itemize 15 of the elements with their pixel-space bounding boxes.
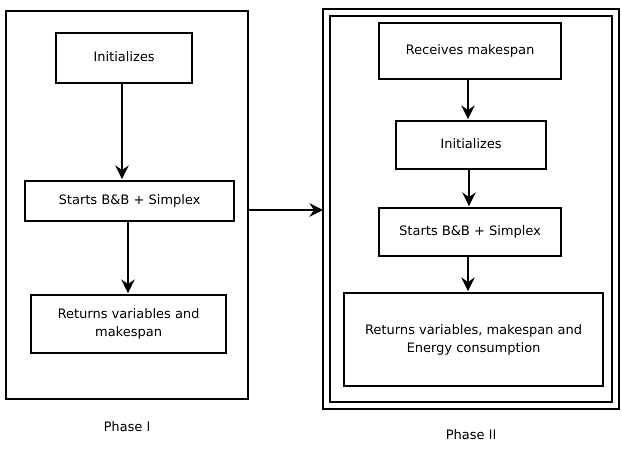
process-box: Receives makespan: [378, 22, 562, 80]
arrow: [462, 168, 476, 206]
arrow: [461, 78, 475, 120]
process-box: Returns variables and makespan: [30, 294, 227, 354]
phase-label: Phase II: [446, 428, 496, 443]
process-box: Starts B&B + Simplex: [378, 207, 562, 257]
process-box: Initializes: [395, 120, 547, 170]
arrow: [115, 82, 129, 180]
arrow: [461, 255, 475, 292]
process-box: Starts B&B + Simplex: [24, 180, 235, 222]
arrow: [121, 220, 135, 294]
process-box: Returns variables, makespan and Energy consumption: [343, 292, 604, 387]
arrow: [249, 203, 324, 217]
process-box: Initializes: [55, 32, 193, 84]
phase-label: Phase I: [104, 420, 150, 435]
